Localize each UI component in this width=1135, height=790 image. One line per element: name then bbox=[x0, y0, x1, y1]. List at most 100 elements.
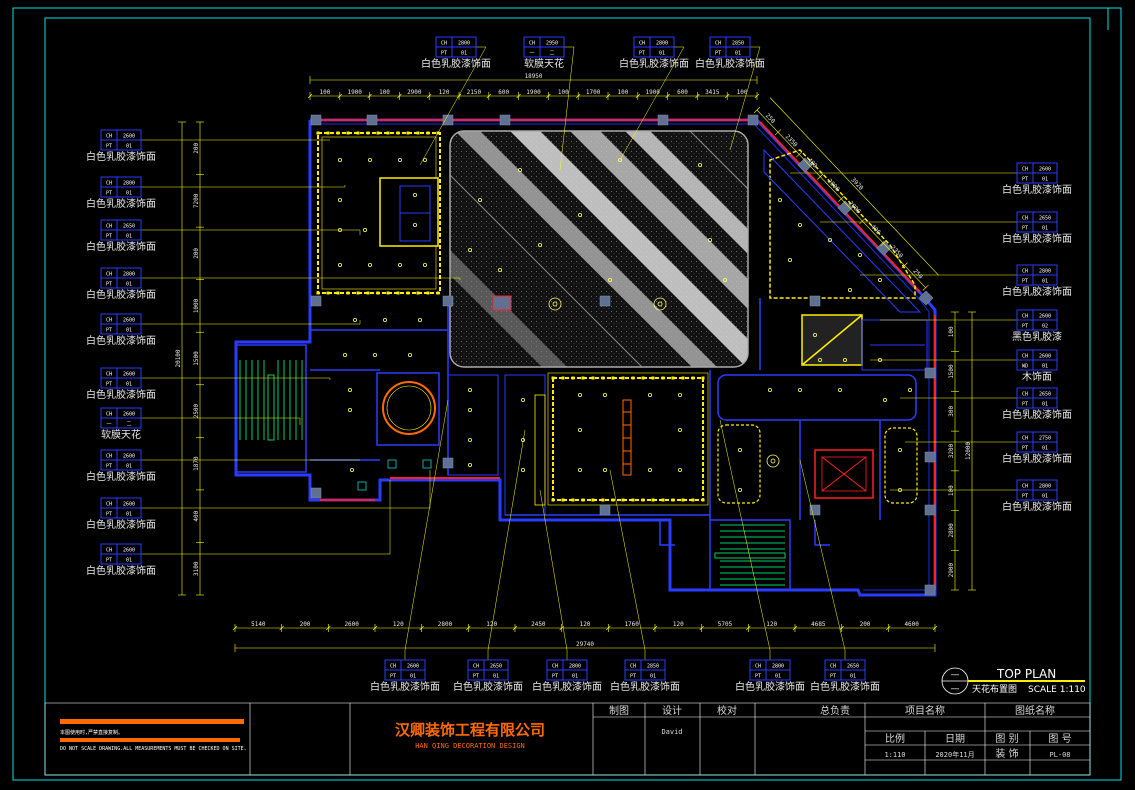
top_dims-tick-mark bbox=[754, 93, 760, 99]
note-line-cn: 本图使用时,严禁直接复制。 bbox=[60, 729, 123, 736]
structural-columns bbox=[310, 114, 936, 596]
right_dims-label: 2800 bbox=[948, 523, 955, 538]
tag-code1: CH bbox=[473, 664, 479, 670]
led-point bbox=[591, 498, 595, 502]
led-point bbox=[386, 131, 390, 135]
tag-code1: CH bbox=[552, 664, 558, 670]
tag-value2: 01 bbox=[572, 674, 578, 680]
downlight bbox=[372, 352, 377, 357]
tag-value2: 01 bbox=[1042, 177, 1048, 183]
led-point bbox=[426, 131, 430, 135]
left_dims-label: 400 bbox=[193, 510, 200, 521]
tag-value1: 2650 bbox=[847, 664, 859, 670]
title-symbol-top: — bbox=[951, 670, 960, 680]
downlight bbox=[603, 392, 608, 397]
tag-code1: CH bbox=[106, 224, 112, 230]
downlight bbox=[898, 447, 903, 452]
tag-value2: 01 bbox=[126, 382, 132, 388]
tag-value1: 2850 bbox=[647, 664, 659, 670]
bottom_dims-label: 120 bbox=[486, 621, 497, 628]
tag-label: 白色乳胶漆饰面 bbox=[610, 680, 680, 693]
tag-value1: 2750 bbox=[1039, 436, 1051, 442]
tag-code2: PT bbox=[630, 674, 636, 680]
bottom_dims-tick-mark bbox=[746, 625, 751, 631]
tag-label: 白色乳胶漆饰面 bbox=[86, 240, 156, 253]
tag-code2: PT bbox=[1022, 402, 1028, 408]
led-point bbox=[356, 131, 360, 135]
left_dims-label: 200 bbox=[193, 248, 200, 259]
bottom_dims-tick-mark bbox=[652, 625, 658, 631]
tag-code1: CH bbox=[106, 454, 112, 460]
tag-value2: 01 bbox=[775, 674, 781, 680]
bottom_dims-label: 2800 bbox=[438, 621, 453, 628]
tag-label: 白色乳胶漆饰面 bbox=[86, 564, 156, 577]
tag-code2: PT bbox=[106, 558, 112, 564]
tb-chief-label: 总负责 bbox=[820, 704, 850, 717]
drawing-title-cn: 天花布置图 bbox=[972, 683, 1017, 695]
top_dims-overall: 18950 bbox=[524, 73, 542, 80]
lounge-left bbox=[717, 424, 761, 504]
led-point bbox=[641, 376, 645, 380]
left_dims-label: 7200 bbox=[193, 193, 200, 208]
led-point bbox=[336, 291, 340, 295]
bottom_dims-label: 4600 bbox=[904, 621, 919, 628]
downlight bbox=[698, 162, 703, 167]
tag-label: 白色乳胶漆饰面 bbox=[86, 518, 156, 531]
tag-code2: PT bbox=[106, 282, 112, 288]
top_dims-tick-mark bbox=[635, 93, 641, 99]
downlight bbox=[878, 277, 883, 282]
diagonal-dims-tick bbox=[922, 284, 929, 291]
left_dims-label: 1870 bbox=[193, 456, 200, 471]
downlight bbox=[678, 467, 683, 472]
tag-value1: 2800 bbox=[123, 181, 135, 187]
tag-code1: CH bbox=[630, 664, 636, 670]
right_dims-label: 1500 bbox=[948, 364, 955, 379]
led-point bbox=[416, 291, 420, 295]
tag-value2: 01 bbox=[126, 328, 132, 334]
tb-designer: David bbox=[661, 728, 682, 736]
led-point bbox=[346, 131, 350, 135]
bottom_dims-label: 5140 bbox=[251, 621, 266, 628]
led-point bbox=[591, 376, 595, 380]
tag-value1: 2650 bbox=[1039, 392, 1051, 398]
led-point bbox=[376, 131, 380, 135]
diagonal-dims-tick bbox=[817, 173, 824, 180]
tag-value1: 2650 bbox=[123, 224, 135, 230]
led-point bbox=[621, 498, 625, 502]
downlight bbox=[708, 237, 713, 242]
led-point bbox=[601, 376, 605, 380]
diagonal-dims-tick bbox=[859, 218, 866, 225]
led-point bbox=[386, 291, 390, 295]
lobby-ceiling-edge bbox=[449, 130, 749, 368]
downlight bbox=[798, 387, 803, 392]
